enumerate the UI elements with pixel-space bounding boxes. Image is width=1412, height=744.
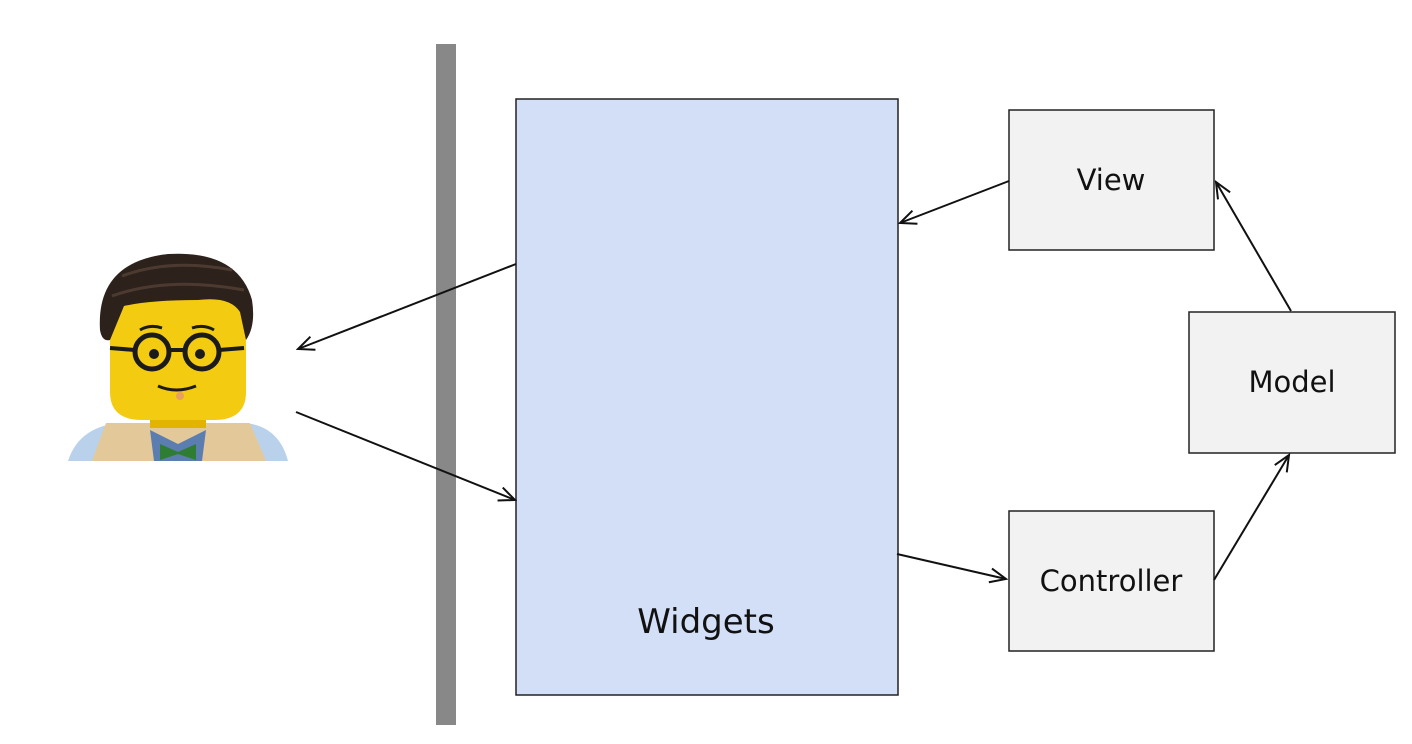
arrow-view-to-widgets bbox=[900, 180, 1010, 223]
lego-minifigure-user-icon bbox=[68, 253, 288, 461]
arrow-widgets-to-controller bbox=[896, 553, 1006, 579]
screen-separator bbox=[436, 44, 456, 725]
view-label: View bbox=[1077, 163, 1146, 197]
arrow-controller-to-model bbox=[1213, 455, 1289, 581]
widgets-label: Widgets bbox=[637, 602, 774, 642]
controller-label: Controller bbox=[1040, 564, 1183, 598]
controller-node: Controller bbox=[1008, 510, 1215, 652]
widgets-node: Widgets bbox=[515, 98, 899, 696]
model-node: Model bbox=[1188, 311, 1396, 454]
view-node: View bbox=[1008, 109, 1215, 251]
arrow-widgets-to-user bbox=[298, 263, 517, 349]
model-label: Model bbox=[1248, 365, 1335, 399]
arrow-model-to-view bbox=[1216, 182, 1292, 312]
arrow-user-to-widgets bbox=[295, 411, 515, 500]
